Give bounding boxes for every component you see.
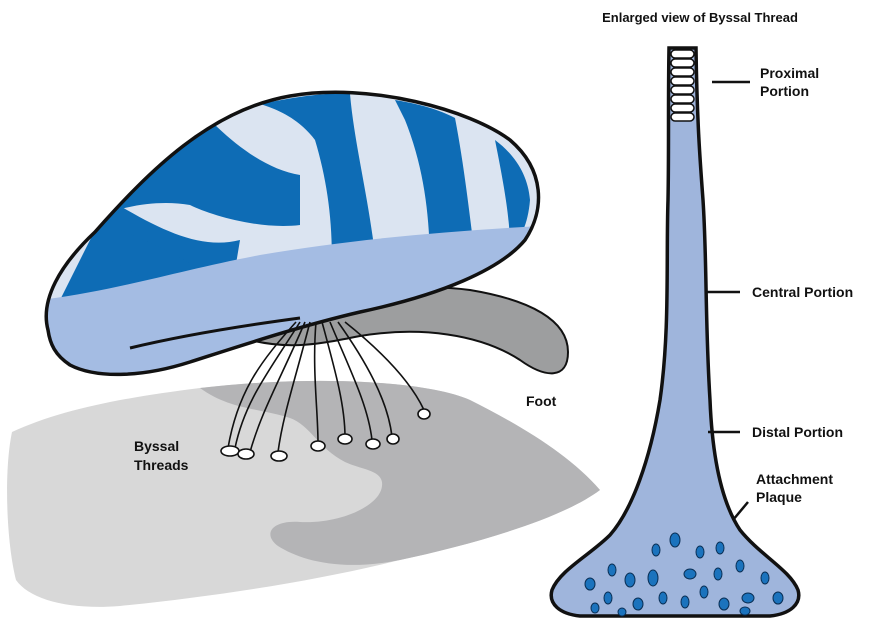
label-distal-portion: Distal Portion	[752, 424, 843, 440]
label-central-portion: Central Portion	[752, 284, 853, 300]
label-foot: Foot	[526, 393, 557, 409]
label-attachment-line2: Plaque	[756, 489, 802, 505]
label-attachment-line1: Attachment	[756, 471, 833, 487]
label-proximal-line2: Portion	[760, 83, 809, 99]
byssal-thread-icon	[551, 48, 799, 616]
diagram-title: Enlarged view of Byssal Thread	[602, 10, 798, 25]
label-proximal-line1: Proximal	[760, 65, 819, 81]
label-byssal-line1: Byssal	[134, 438, 179, 454]
rock-surface-icon	[7, 381, 600, 607]
mussel-shell-icon	[30, 80, 570, 400]
label-byssal-line2: Threads	[134, 457, 189, 473]
